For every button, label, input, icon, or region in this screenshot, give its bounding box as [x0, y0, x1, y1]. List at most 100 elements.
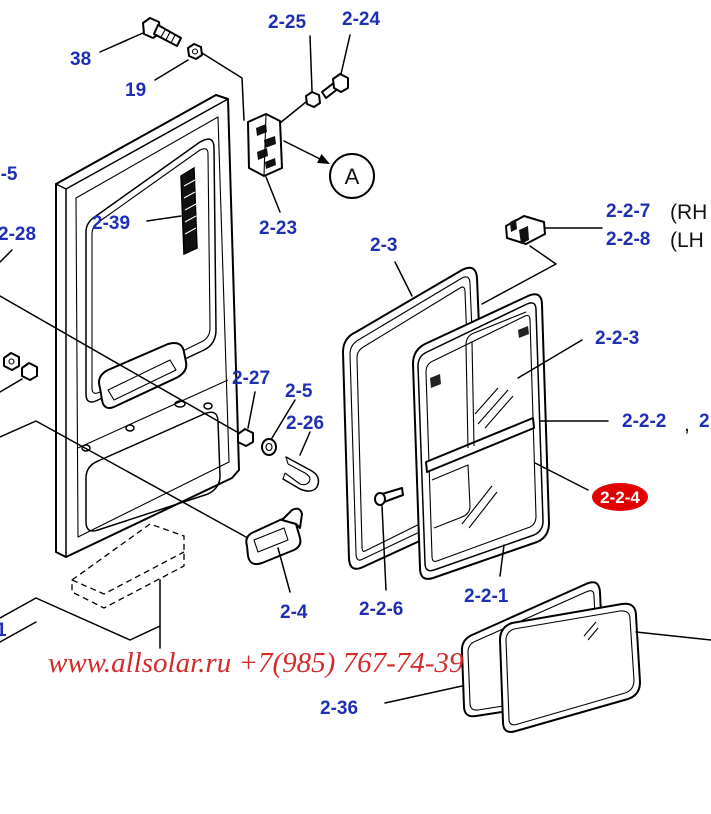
- assembly-lines: [0, 249, 247, 538]
- leader-line: [271, 399, 296, 439]
- door-hole: [125, 424, 135, 432]
- handle-face: [253, 527, 289, 553]
- leader-line: [154, 59, 189, 81]
- bolt-head: [332, 73, 349, 93]
- left-nuts: [3, 352, 38, 381]
- pane-reflection: [583, 621, 599, 641]
- door-panel: [55, 94, 240, 558]
- label-2-39: 2-39: [92, 213, 130, 234]
- callout-letter: A: [345, 164, 360, 189]
- nut-body: [3, 352, 20, 371]
- label-2-2-8: 2-2-8: [606, 229, 650, 250]
- leader-line: [517, 339, 583, 379]
- label-2-36: 2-36: [320, 698, 358, 719]
- window-frame-inset: [417, 302, 544, 572]
- window-outer: [412, 293, 550, 580]
- hinge-fold-line: [263, 113, 267, 177]
- assembly-line: [0, 420, 247, 538]
- clamp-ends: [282, 456, 289, 480]
- window-glass-edge: [425, 314, 537, 562]
- label-2-2-6: 2-2-6: [359, 599, 403, 620]
- door-grab-handle: [98, 342, 188, 409]
- handle-body: [245, 516, 302, 566]
- window-divider: [425, 417, 535, 473]
- label-2-27: 2-27: [232, 368, 270, 389]
- nut-2-27: [237, 428, 254, 447]
- window-2-36: [460, 581, 641, 733]
- pane-front: [499, 602, 641, 733]
- nut-bore: [242, 434, 249, 441]
- nut-bore: [191, 48, 199, 55]
- window-upper-sash: [465, 311, 527, 449]
- bolt-thread: [160, 29, 176, 44]
- door-hole: [174, 400, 186, 408]
- nut-2-25: [305, 91, 321, 108]
- leader-line: [381, 505, 387, 591]
- hinge-part: [247, 113, 283, 177]
- assembly-line: [0, 295, 238, 433]
- highlight-badge: [592, 483, 648, 511]
- label-2-2-7: 2-2-7: [606, 201, 650, 222]
- callout-circle: [329, 153, 375, 199]
- label-19: 19: [125, 80, 146, 101]
- door-grab-handle-recess: [107, 359, 177, 401]
- leader-line: [265, 176, 281, 213]
- label-separator: ,: [684, 413, 690, 436]
- nut-bore: [8, 358, 15, 365]
- label-2-3: 2-3: [370, 235, 397, 256]
- leader-line: [394, 261, 413, 297]
- callout-arrow-line: [283, 140, 323, 161]
- washer-inner: [265, 442, 273, 452]
- latch-detail: [510, 219, 529, 244]
- dashed-box: [71, 523, 185, 609]
- label-2-2-3: 2-2-3: [595, 328, 639, 349]
- label-2-2-8-side: (LH: [670, 229, 704, 252]
- clamp-rod-inner: [284, 463, 311, 486]
- dashed-outline-part: [0, 523, 185, 649]
- dashed-box-edge: [71, 551, 185, 595]
- label-2-5-top: 2-5: [0, 164, 18, 185]
- handle-2-4: [245, 507, 303, 566]
- part-labels: 38 19 2-25 2-24 2-5 2-28 2-39 2-23 A 2-2…: [0, 9, 710, 719]
- label-2-2-4: 2-2-4: [600, 488, 640, 507]
- door-upper-opening-inset: [91, 148, 211, 394]
- window-2-2: [412, 293, 550, 580]
- bolt-head: [374, 492, 386, 506]
- door-hole: [81, 444, 91, 452]
- nut-body: [187, 43, 203, 60]
- label-2-2-2: 2-2-2: [622, 411, 666, 432]
- leader-line: [309, 35, 313, 92]
- label-2-5: 2-5: [285, 381, 313, 402]
- label-2-28: 2-28: [0, 224, 36, 245]
- watermark-text: www.allsolar.ru +7(985) 767-74-39: [48, 647, 464, 679]
- assembly-line: [201, 52, 245, 121]
- door-outer-outline: [55, 94, 240, 558]
- leader-line: [0, 579, 161, 649]
- door-slot-stripes: [183, 179, 197, 235]
- label-2-26: 2-26: [286, 413, 324, 434]
- bolt-shaft: [153, 24, 182, 47]
- hinge-knuckle-slots: [256, 124, 276, 169]
- label-2-24: 2-24: [342, 9, 380, 30]
- assembly-line: [481, 245, 557, 305]
- assembly-line: [0, 378, 23, 393]
- label-2-2-7-side: (RH: [670, 201, 707, 224]
- bolt-2-2-6: [374, 487, 404, 506]
- washer-2-5: [261, 438, 277, 456]
- callout-arrow-head: [317, 154, 330, 164]
- washer-outer: [261, 438, 277, 456]
- leader-line: [340, 34, 351, 75]
- leader-line: [499, 544, 505, 577]
- assembly-line: [279, 101, 307, 124]
- assembly-line: [635, 631, 711, 641]
- label-2-2-1: 2-2-1: [464, 586, 509, 607]
- label-2-continued: 2: [699, 411, 710, 432]
- window-lower-sash: [431, 464, 471, 529]
- window-latch-block: [430, 326, 529, 388]
- door-hole: [203, 402, 213, 410]
- leader-line: [384, 685, 463, 704]
- leader-line: [99, 32, 144, 53]
- door-panel-band: [77, 379, 229, 449]
- label-1: 1: [0, 620, 7, 641]
